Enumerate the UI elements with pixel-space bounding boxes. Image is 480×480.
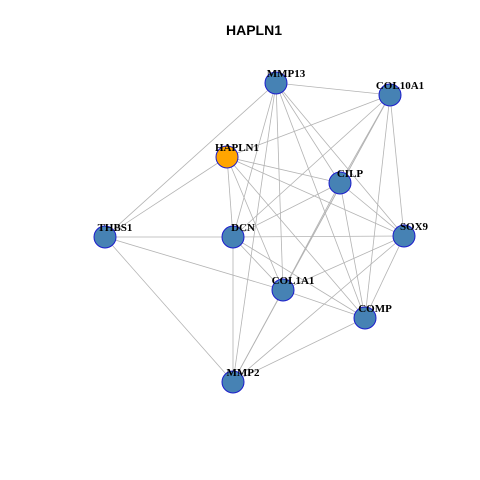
- node-dcn: DCN: [221, 222, 255, 249]
- edge-hapln1-dcn: [226, 156, 234, 238]
- edge-hapln1-sox9: [226, 156, 405, 237]
- node-label-thbs1: THBS1: [98, 222, 133, 234]
- edge-cilp-dcn: [232, 182, 341, 238]
- edge-mmp13-col1a1: [275, 82, 284, 291]
- node-col1a1: COL1A1: [271, 275, 315, 302]
- edge-col1a1-comp: [282, 289, 366, 319]
- edge-sox9-comp: [364, 235, 405, 319]
- edge-col10a1-sox9: [389, 94, 405, 237]
- node-circle-dcn: [221, 225, 245, 249]
- edge-mmp13-cilp: [275, 82, 341, 184]
- edge-mmp13-col10a1: [275, 82, 391, 96]
- edge-thbs1-mmp2: [104, 236, 234, 383]
- node-label-cilp: CILP: [337, 168, 364, 180]
- node-circle-mmp13: [264, 71, 288, 95]
- node-thbs1: THBS1: [93, 222, 133, 249]
- edge-sox9-col1a1: [282, 235, 405, 291]
- node-label-mmp2: MMP2: [227, 367, 260, 379]
- node-label-comp: COMP: [358, 303, 392, 315]
- node-label-sox9: SOX9: [400, 221, 429, 233]
- edge-hapln1-col1a1: [226, 156, 284, 291]
- edge-hapln1-thbs1: [104, 156, 228, 238]
- plot-title: HAPLN1: [226, 22, 282, 38]
- node-comp: COMP: [353, 303, 392, 330]
- edge-hapln1-cilp: [226, 156, 341, 184]
- edge-col10a1-comp: [364, 94, 391, 319]
- edge-col10a1-hapln1: [226, 94, 391, 158]
- node-mmp13: MMP13: [264, 68, 306, 95]
- edge-mmp13-dcn: [232, 82, 277, 238]
- node-label-dcn: DCN: [231, 222, 255, 234]
- node-sox9: SOX9: [392, 221, 429, 248]
- node-circle-col10a1: [378, 83, 402, 107]
- node-cilp: CILP: [328, 168, 364, 195]
- node-label-col1a1: COL1A1: [272, 275, 315, 287]
- node-label-mmp13: MMP13: [267, 68, 306, 80]
- edge-dcn-sox9: [232, 235, 405, 238]
- edge-mmp13-mmp2: [232, 82, 277, 383]
- edge-col10a1-dcn: [232, 94, 391, 238]
- edge-col1a1-mmp2: [232, 289, 284, 383]
- edge-cilp-comp: [339, 182, 366, 319]
- node-circle-cilp: [328, 171, 352, 195]
- node-label-hapln1: HAPLN1: [215, 142, 259, 154]
- edge-mmp13-comp: [275, 82, 366, 319]
- node-circle-comp: [353, 306, 377, 330]
- node-circle-hapln1: [215, 145, 239, 169]
- edge-mmp13-sox9: [275, 82, 405, 237]
- node-mmp2: MMP2: [221, 367, 260, 394]
- edge-thbs1-col1a1: [104, 236, 284, 291]
- edge-cilp-sox9: [339, 182, 405, 237]
- edge-dcn-comp: [232, 236, 366, 319]
- edge-comp-mmp2: [232, 317, 366, 383]
- edge-dcn-col1a1: [232, 236, 284, 291]
- node-label-col10a1: COL10A1: [376, 80, 424, 92]
- node-circle-mmp2: [221, 370, 245, 394]
- node-col10a1: COL10A1: [376, 80, 424, 107]
- node-circle-col1a1: [271, 278, 295, 302]
- node-circle-sox9: [392, 224, 416, 248]
- edge-sox9-mmp2: [232, 235, 405, 383]
- node-circle-thbs1: [93, 225, 117, 249]
- edge-mmp13-thbs1: [104, 82, 277, 238]
- edge-hapln1-comp: [226, 156, 366, 319]
- node-hapln1: HAPLN1: [215, 142, 259, 169]
